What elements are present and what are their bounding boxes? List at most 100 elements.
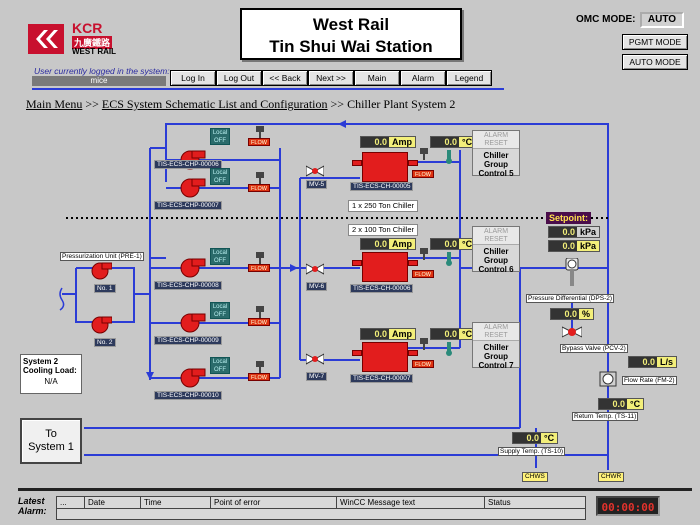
pressurization-pump-1[interactable] xyxy=(90,262,113,280)
pump-tag: TIS-ECS-CHP-00007 xyxy=(154,201,222,210)
alarm-col-status[interactable]: Status xyxy=(488,498,511,507)
chiller-flow-switch-icon xyxy=(418,148,430,162)
chiller-tag: TIS-ECS-CH-00005 xyxy=(350,182,414,191)
pcv-readout: 0.0% xyxy=(550,308,595,320)
flow-meter[interactable] xyxy=(596,368,620,392)
alarm-col-more[interactable]: ... xyxy=(57,497,85,508)
alarm-col-message[interactable]: WinCC Message text xyxy=(337,497,485,508)
nav-legend-button[interactable]: Legend xyxy=(446,70,492,86)
pump-flow-indicator: FLOW xyxy=(248,184,270,192)
breadcrumb-sep: >> xyxy=(82,97,102,111)
chiller-group-control-button[interactable]: ALARM RESET Chiller Group Control 7 xyxy=(472,322,520,370)
chiller-flow-indicator: FLOW xyxy=(412,170,434,178)
alarm-reset-button[interactable]: ALARM RESET xyxy=(473,131,519,149)
pump-tag: TIS-ECS-CHP-00006 xyxy=(154,160,222,169)
pump-icon-wrap[interactable] xyxy=(178,178,206,200)
logo-kcr-text: KCR xyxy=(72,20,103,36)
alarm-reset-button[interactable]: ALARM RESET xyxy=(473,227,519,245)
bottom-divider xyxy=(18,488,692,491)
chiller-body[interactable] xyxy=(362,152,408,182)
chiller-nozzle xyxy=(352,260,362,266)
pump-local-status: Local OFF xyxy=(210,357,230,374)
chiller-flow-switch-icon xyxy=(418,248,430,262)
flow-switch-icon xyxy=(254,252,266,266)
cooling-load-line1: System 2 xyxy=(23,357,59,366)
pump-flow-indicator: FLOW xyxy=(248,264,270,272)
logo-chinese-text: 九廣鐵路 xyxy=(72,36,113,49)
chiller-group-control-button[interactable]: ALARM RESET Chiller Group Control 5 xyxy=(472,130,520,178)
latest-alarm-line1: Latest xyxy=(18,496,45,506)
temp-sensor-icon xyxy=(444,150,454,166)
nav-next-button[interactable]: Next >> xyxy=(308,70,354,86)
pump-tag: TIS-ECS-CHP-00010 xyxy=(154,391,222,400)
pump-tag: TIS-ECS-CHP-00009 xyxy=(154,336,222,345)
pump-local: Local xyxy=(212,130,228,136)
chiller-nozzle xyxy=(408,350,418,356)
breadcrumb-main-menu[interactable]: Main Menu xyxy=(26,97,83,111)
pressure-differential-sensor[interactable] xyxy=(560,257,584,290)
breadcrumb-ecs-list[interactable]: ECS System Schematic List and Configurat… xyxy=(101,97,328,111)
valve-mv-7-label: MV-7 xyxy=(306,372,328,381)
to-system-1-button[interactable]: To System 1 xyxy=(20,418,82,464)
pressure-gauge-icon xyxy=(565,257,579,286)
valve-mv-7[interactable] xyxy=(305,352,325,368)
auto-mode-button[interactable]: AUTO MODE xyxy=(622,54,688,70)
return-temp-label: Return Temp. (TS-11) xyxy=(572,412,639,421)
ctrl-line3: Control 6 xyxy=(478,265,514,274)
pump-off: OFF xyxy=(214,258,226,264)
nav-main-button[interactable]: Main xyxy=(354,70,400,86)
alarm-clock: 00:00:00 xyxy=(596,496,660,516)
chiller-body[interactable] xyxy=(362,252,408,282)
alarm-col-time[interactable]: Time xyxy=(141,497,211,508)
nav-logout-button[interactable]: Log Out xyxy=(216,70,262,86)
flow-rate-label: Flow Rate (FM-2) xyxy=(622,376,677,385)
user-value: mice xyxy=(32,76,166,86)
alarm-col-point[interactable]: Point of error xyxy=(211,497,337,508)
pump-icon-wrap[interactable] xyxy=(178,258,206,280)
supply-temp-readout: 0.0°C xyxy=(512,432,559,444)
nav-login-button[interactable]: Log In xyxy=(170,70,216,86)
nav-alarm-button[interactable]: Alarm xyxy=(400,70,446,86)
ctrl-line3: Control 5 xyxy=(478,169,514,178)
pump-local-status: Local OFF xyxy=(210,248,230,265)
cooling-load-panel: System 2 Cooling Load: N/A xyxy=(20,354,82,394)
value: 0.0 xyxy=(361,239,389,249)
pressurization-pump-2[interactable] xyxy=(90,316,113,334)
pump-icon xyxy=(180,368,206,388)
pump-icon-wrap[interactable] xyxy=(178,313,206,335)
chiller-flow-indicator: FLOW xyxy=(412,360,434,368)
value: 0.0 xyxy=(513,433,541,443)
to-system-line1: To xyxy=(45,428,57,440)
unit: Amp xyxy=(392,137,412,147)
alarm-reset-line2: RESET xyxy=(484,236,508,243)
chiller-temp-readout: 0.0°C xyxy=(430,136,477,148)
breadcrumb-sep: >> xyxy=(327,97,348,111)
alarm-reset-line1: ALARM xyxy=(483,132,509,139)
unit: kPa xyxy=(580,227,597,237)
pgmt-mode-button[interactable]: PGMT MODE xyxy=(622,34,688,50)
unit: Amp xyxy=(392,239,412,249)
alarm-reset-line2: RESET xyxy=(484,332,508,339)
alarm-table[interactable]: ... Date Time Point of error WinCC Messa… xyxy=(56,496,586,520)
valve-mv-5[interactable] xyxy=(305,164,325,180)
latest-alarm-line2: Alarm: xyxy=(18,506,47,516)
chiller-group-label: Chiller Group Control 5 xyxy=(473,149,519,178)
alarm-reset-line1: ALARM xyxy=(483,228,509,235)
pump-icon xyxy=(180,258,206,278)
pump-off: OFF xyxy=(214,178,226,184)
alarm-reset-button[interactable]: ALARM RESET xyxy=(473,323,519,341)
value: 0.0 xyxy=(431,239,459,249)
pump-local-status: Local OFF xyxy=(210,302,230,319)
chiller-body[interactable] xyxy=(362,342,408,372)
pump-local: Local xyxy=(212,170,228,176)
valve-mv-6[interactable] xyxy=(305,262,325,278)
pump-icon-wrap[interactable] xyxy=(178,368,206,390)
pump-local: Local xyxy=(212,359,228,365)
alarm-col-date[interactable]: Date xyxy=(85,497,141,508)
chiller-group-control-button[interactable]: ALARM RESET Chiller Group Control 6 xyxy=(472,226,520,274)
nav-back-button[interactable]: << Back xyxy=(262,70,308,86)
bypass-valve[interactable] xyxy=(561,324,583,342)
